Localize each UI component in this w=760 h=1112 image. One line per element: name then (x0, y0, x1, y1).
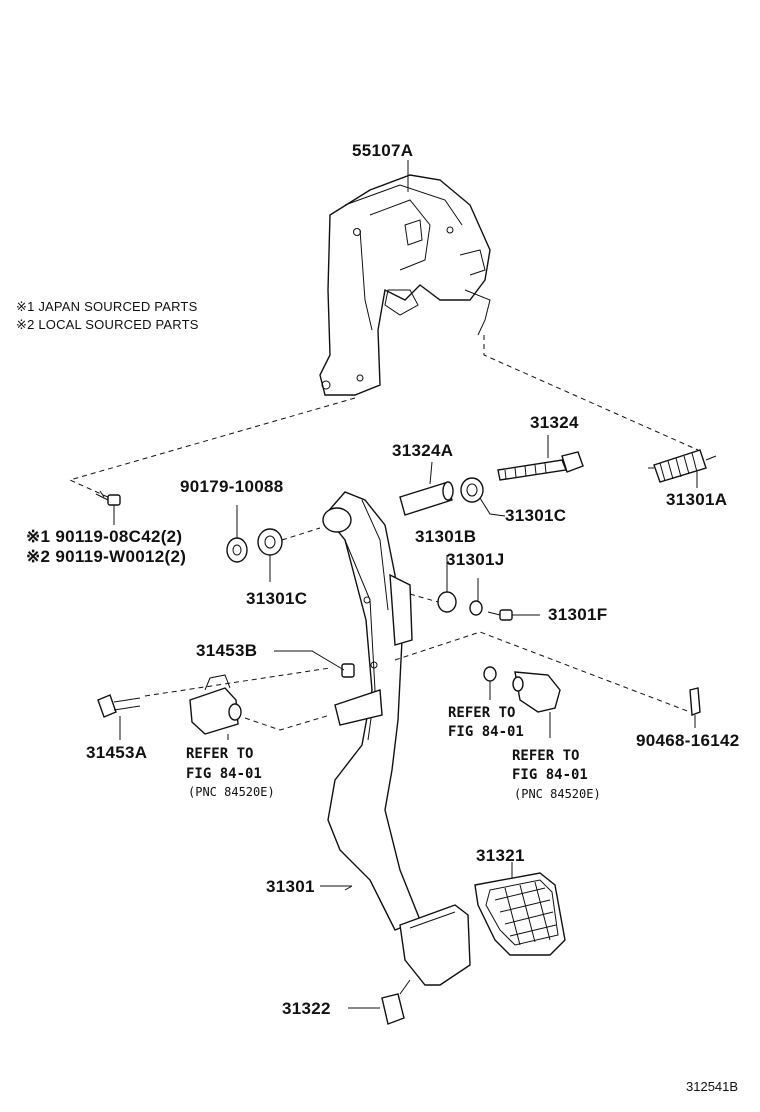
clip-90468 (689, 687, 701, 728)
shaft-bolt-31324 (497, 435, 584, 481)
bushing-31301C-left (257, 528, 283, 582)
note-japan-sourced: ※1 JAPAN SOURCED PARTS (16, 299, 198, 314)
dash-bracket-bolt (68, 397, 356, 499)
refer-right-line1: REFER TO (512, 748, 580, 764)
nut-31453B (274, 650, 355, 678)
note-local-sourced: ※2 LOCAL SOURCED PARTS (16, 317, 199, 332)
bushing-31301C-top (460, 477, 506, 517)
refer-mid-line1: REFER TO (448, 705, 516, 721)
refer-left-line2[interactable]: FIG 84-01 (186, 766, 262, 782)
pad-cover-31321 (474, 862, 566, 956)
refer-left-line1: REFER TO (186, 746, 254, 762)
pedal-arm (322, 491, 421, 931)
label-31301C-top[interactable]: 31301C (505, 506, 567, 525)
dash-31453 (144, 667, 331, 697)
stopper-31322 (348, 979, 411, 1025)
figure-code: 312541B (686, 1079, 739, 1094)
clip-31301B (409, 555, 457, 613)
dash-bushing (281, 527, 321, 541)
label-31322[interactable]: 31322 (282, 999, 331, 1018)
label-31324A[interactable]: 31324A (392, 441, 454, 460)
label-31453A[interactable]: 31453A (86, 743, 148, 762)
dash-bracket-spring (483, 335, 699, 451)
nut-31301J (469, 578, 483, 616)
label-90179-10088[interactable]: 90179-10088 (180, 477, 284, 496)
pedal-bracket (319, 174, 491, 396)
label-31301B[interactable]: 31301B (415, 527, 477, 546)
refer-left-line3: (PNC 84520E) (188, 785, 275, 799)
label-31301[interactable]: 31301 (266, 877, 315, 896)
nut-90179 (226, 505, 248, 563)
collar-31324A (399, 461, 454, 516)
label-90119-08C42[interactable]: ※1 90119-08C42(2) (26, 527, 183, 546)
label-31301A[interactable]: 31301A (666, 490, 728, 509)
label-31301F[interactable]: 31301F (548, 605, 608, 624)
spring-31301A (648, 449, 717, 488)
label-31301J[interactable]: 31301J (446, 550, 505, 569)
label-55107A[interactable]: 55107A (352, 141, 414, 160)
label-31324[interactable]: 31324 (530, 413, 579, 432)
refer-right-line3: (PNC 84520E) (514, 787, 601, 801)
bolt-31453A (97, 694, 141, 740)
refer-right-line2[interactable]: FIG 84-01 (512, 767, 588, 783)
label-31321[interactable]: 31321 (476, 846, 525, 865)
label-90468-16142[interactable]: 90468-16142 (636, 731, 740, 750)
stop-switch-right (483, 666, 561, 738)
bolt-90119 (95, 490, 121, 525)
pedal-pad (399, 904, 471, 986)
bolt-31301F (487, 609, 540, 621)
label-31453B[interactable]: 31453B (196, 641, 258, 660)
stop-switch-left (189, 674, 331, 740)
refer-mid-line2[interactable]: FIG 84-01 (448, 724, 524, 740)
dash-switch-right (394, 631, 691, 713)
label-31301C-left[interactable]: 31301C (246, 589, 308, 608)
label-90119-W0012[interactable]: ※2 90119-W0012(2) (26, 547, 187, 566)
